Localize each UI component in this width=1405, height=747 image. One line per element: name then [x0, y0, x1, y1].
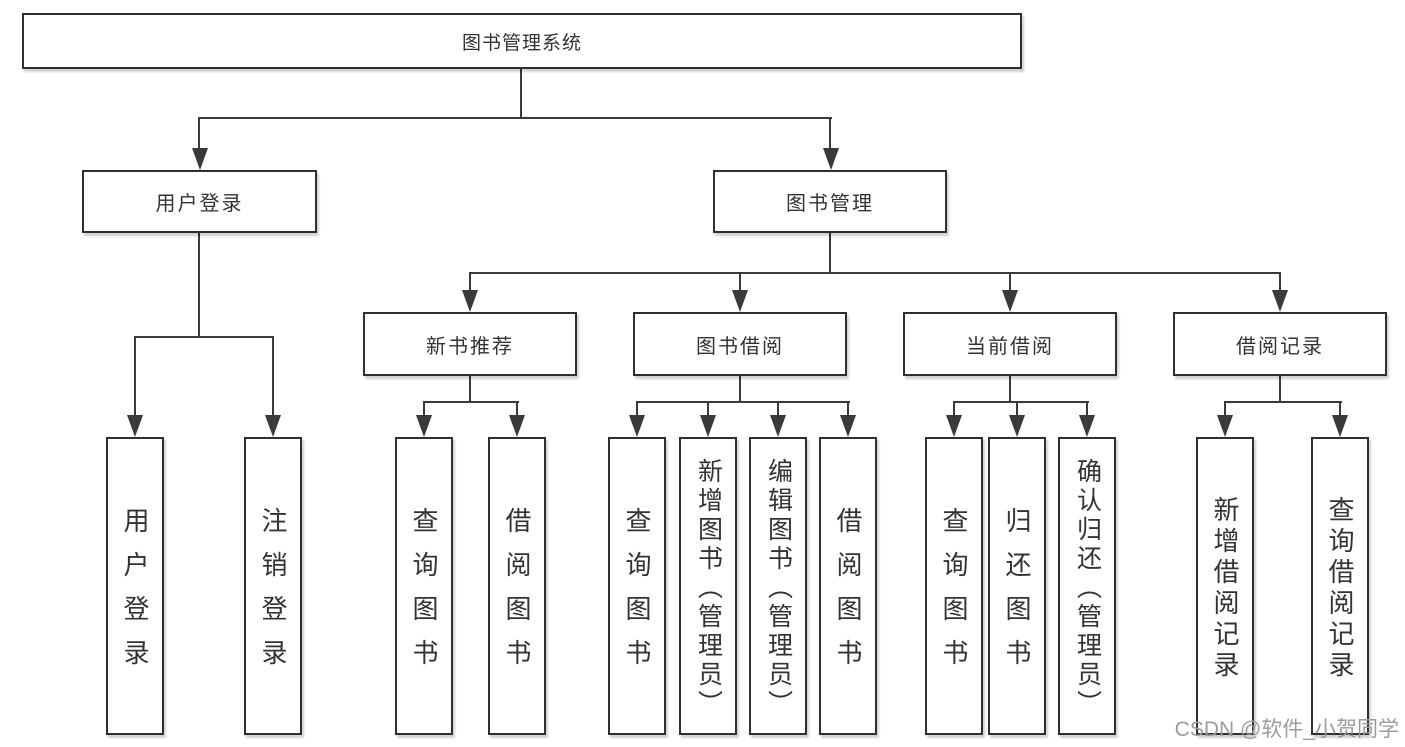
leaf-query-borrow-record: 查询借阅记录: [1311, 437, 1369, 735]
connector-segment: [739, 272, 741, 292]
connector-segment: [953, 401, 955, 417]
leaf-edit-books-admin: 编辑图书（管理员）: [749, 437, 807, 735]
connector-segment: [829, 117, 831, 150]
connector-segment: [272, 336, 274, 416]
arrow-down-icon: [1002, 290, 1018, 312]
connector-segment: [198, 233, 200, 338]
node-label: 注销登录: [258, 507, 288, 683]
leaf-borrow-books-recommend: 借阅图书: [488, 437, 546, 735]
connector-segment: [469, 272, 1281, 274]
node-label: 借阅图书: [502, 507, 532, 683]
arrow-down-icon: [770, 415, 786, 437]
arrow-down-icon: [1332, 415, 1348, 437]
arrow-down-icon: [127, 415, 143, 437]
connector-segment: [134, 336, 136, 416]
connector-segment: [636, 401, 850, 403]
node-current-borrowing: 当前借阅: [903, 312, 1117, 376]
connector-segment: [469, 376, 471, 403]
connector-segment: [198, 117, 200, 150]
connector-segment: [953, 401, 1089, 403]
connector-segment: [1339, 401, 1341, 417]
leaf-query-books-recommend: 查询图书: [395, 437, 453, 735]
node-label: 当前借阅: [966, 335, 1054, 358]
node-book-borrowing: 图书借阅: [633, 312, 847, 376]
node-user-login: 用户登录: [82, 170, 317, 233]
connector-segment: [1279, 272, 1281, 292]
connector-segment: [1016, 401, 1018, 417]
node-label: 查询图书: [409, 507, 439, 683]
leaf-query-books-current: 查询图书: [925, 437, 983, 735]
arrow-down-icon: [1079, 415, 1095, 437]
arrow-down-icon: [629, 415, 645, 437]
connector-segment: [423, 401, 519, 403]
node-label: 确认归还（管理员）: [1073, 457, 1102, 719]
arrow-down-icon: [946, 415, 962, 437]
connector-segment: [1009, 376, 1011, 403]
csdn-watermark: CSDN @软件_小贺同学: [1174, 718, 1399, 741]
leaf-confirm-return-admin: 确认归还（管理员）: [1058, 437, 1116, 735]
arrow-down-icon: [700, 415, 716, 437]
node-label: 查询图书: [939, 507, 969, 683]
connector-segment: [516, 401, 518, 417]
node-borrowing-records: 借阅记录: [1173, 312, 1387, 376]
connector-segment: [777, 401, 779, 417]
arrow-down-icon: [265, 415, 281, 437]
node-label: 借阅图书: [833, 507, 863, 683]
connector-segment: [469, 272, 471, 292]
node-label: 图书管理: [786, 193, 874, 215]
leaf-return-books: 归还图书: [988, 437, 1046, 735]
connector-segment: [423, 401, 425, 417]
connector-segment: [1224, 401, 1342, 403]
node-label: 图书借阅: [696, 335, 784, 358]
arrow-down-icon: [1217, 415, 1233, 437]
arrow-down-icon: [1272, 290, 1288, 312]
node-label: 借阅记录: [1236, 335, 1324, 358]
leaf-user-login: 用户登录: [106, 437, 164, 735]
node-label: 查询借阅记录: [1325, 495, 1355, 682]
node-label: 新增借阅记录: [1210, 495, 1240, 682]
node-label: 用户登录: [120, 507, 150, 683]
connector-segment: [636, 401, 638, 417]
arrow-down-icon: [1009, 415, 1025, 437]
arrow-down-icon: [823, 148, 839, 170]
node-label: 用户登录: [155, 193, 244, 215]
leaf-add-borrow-record: 新增借阅记录: [1196, 437, 1254, 735]
arrow-down-icon: [192, 148, 208, 170]
connector-segment: [1086, 401, 1088, 417]
leaf-logout: 注销登录: [244, 437, 302, 735]
node-label: 查询图书: [622, 507, 652, 683]
node-new-book-recommend: 新书推荐: [363, 312, 577, 376]
connector-segment: [739, 376, 741, 403]
leaf-add-books-admin: 新增图书（管理员）: [679, 437, 737, 735]
node-book-management: 图书管理: [713, 170, 947, 233]
node-label: 新增图书（管理员）: [694, 457, 723, 719]
arrow-down-icon: [509, 415, 525, 437]
connector-segment: [1009, 272, 1011, 292]
arrow-down-icon: [840, 415, 856, 437]
leaf-borrow-books-borrowing: 借阅图书: [819, 437, 877, 735]
connector-segment: [198, 117, 832, 119]
node-label: 新书推荐: [426, 335, 514, 358]
connector-segment: [1279, 376, 1281, 403]
connector-segment: [829, 233, 831, 274]
node-label: 图书管理系统: [461, 32, 582, 54]
node-library-management-system: 图书管理系统: [22, 13, 1022, 69]
connector-segment: [134, 336, 274, 338]
connector-segment: [707, 401, 709, 417]
arrow-down-icon: [732, 290, 748, 312]
arrow-down-icon: [416, 415, 432, 437]
connector-segment: [847, 401, 849, 417]
leaf-query-books-borrowing: 查询图书: [608, 437, 666, 735]
connector-segment: [520, 69, 522, 118]
arrow-down-icon: [462, 290, 478, 312]
node-label: 归还图书: [1002, 507, 1032, 683]
connector-segment: [1224, 401, 1226, 417]
node-label: 编辑图书（管理员）: [764, 457, 793, 719]
